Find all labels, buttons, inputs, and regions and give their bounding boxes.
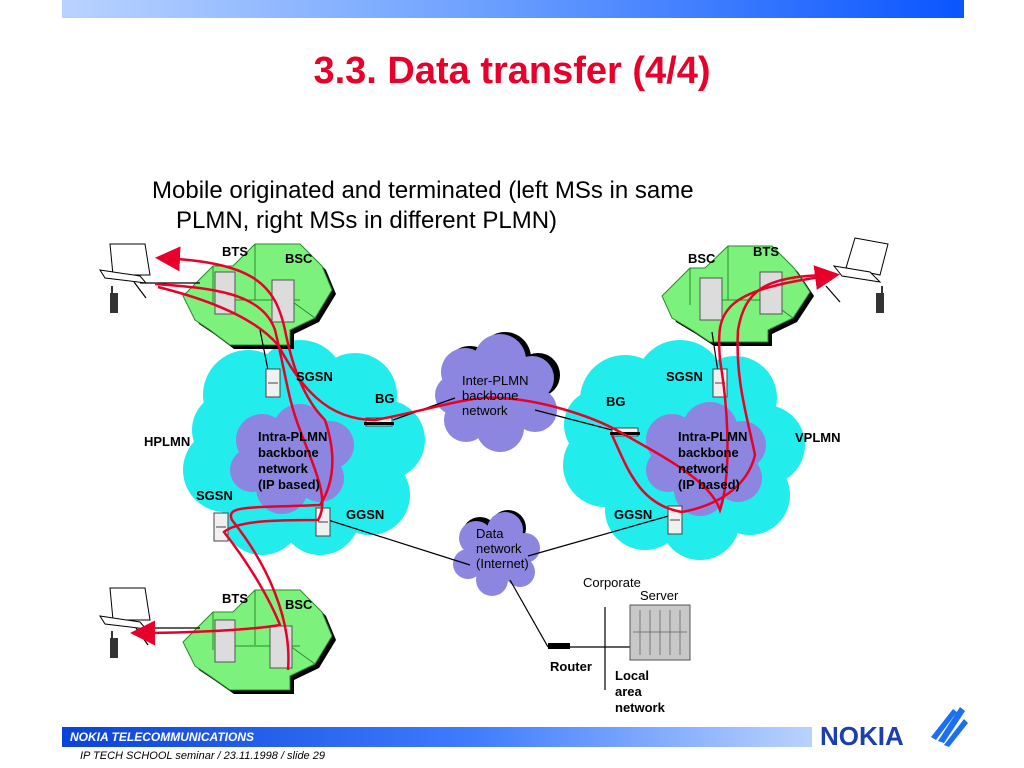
intra-right-line-3: network <box>678 461 729 476</box>
laptop-icon-top-left <box>99 243 151 284</box>
path-inter-plmn <box>157 265 840 514</box>
data-network-line-3: (Internet) <box>476 556 529 571</box>
laptop-icon-top-right <box>832 237 889 283</box>
sgsn-vplmn-label: SGSN <box>666 369 703 384</box>
phone-icon-top-left <box>110 286 118 313</box>
path-hplmn-outer <box>155 246 334 671</box>
phone-icon-bottom-left <box>110 631 118 658</box>
intra-right-line-2: backbone <box>678 445 739 460</box>
data-paths <box>130 246 840 671</box>
phone-icon-top-right <box>876 286 884 313</box>
ggsn-hplmn-label: GGSN <box>346 507 384 522</box>
nokia-logo: NOKIA <box>820 707 968 751</box>
intra-right-line-4: (IP based) <box>678 477 740 492</box>
hplmn-label: HPLMN <box>144 434 190 449</box>
footer-seminar-line: IP TECH SCHOOL seminar / 23.11.1998 / sl… <box>80 750 325 762</box>
router-node <box>548 643 570 649</box>
server-label: Server <box>640 588 679 603</box>
ggsn-vplmn-label: GGSN <box>614 507 652 522</box>
bss-top-left <box>182 243 336 349</box>
intra-left-line-2: backbone <box>258 445 319 460</box>
inter-plmn-label: Inter-PLMN backbone network <box>462 373 528 418</box>
vplmn-label: VPLMN <box>795 430 841 445</box>
intra-plmn-right-label: Intra-PLMN backbone network (IP based) <box>678 429 747 492</box>
data-network-line-1: Data <box>476 526 504 541</box>
sgsn-hplmn-left-label: SGSN <box>196 488 233 503</box>
laptop-icon-bottom-left <box>99 587 151 630</box>
bg-vplmn-label: BG <box>606 394 626 409</box>
sgsn-hplmn-top-node <box>265 368 281 398</box>
intra-left-line-1: Intra-PLMN <box>258 429 327 444</box>
nokia-logo-wave-icon <box>931 707 968 747</box>
intra-left-line-4: (IP based) <box>258 477 320 492</box>
bts-bottom-left-label: BTS <box>222 591 248 606</box>
sgsn-hplmn-left-node <box>213 512 229 542</box>
lan-line-3: network <box>615 700 666 715</box>
sgsn-hplmn-top-label: SGSN <box>296 369 333 384</box>
footer-company: NOKIA TELECOMMUNICATIONS <box>70 730 254 744</box>
ggsn-hplmn-node <box>315 507 331 537</box>
inter-line-3: network <box>462 403 508 418</box>
subtitle-line-1: Mobile originated and terminated (left M… <box>152 177 694 204</box>
router-label: Router <box>550 659 592 674</box>
intra-left-line-3: network <box>258 461 309 476</box>
server-rack <box>629 604 691 661</box>
footer-gradient-bar <box>62 727 812 747</box>
subtitle-line-2: PLMN, right MSs in different PLMN) <box>176 207 558 234</box>
intra-right-line-1: Intra-PLMN <box>678 429 747 444</box>
bts-top-left-label: BTS <box>222 244 248 259</box>
lan-line-1: Local <box>615 668 649 683</box>
slide-subtitle: Mobile originated and terminated (left M… <box>152 176 832 236</box>
path-hplmn-inner <box>130 282 324 646</box>
bss-bottom-left <box>182 589 336 694</box>
inter-line-2: backbone <box>462 388 518 403</box>
data-network-line-2: network <box>476 541 522 556</box>
header-gradient-bar <box>62 0 964 18</box>
bsc-top-left-label: BSC <box>285 251 313 266</box>
corporate-label: Corporate <box>583 575 641 590</box>
nokia-logo-text: NOKIA <box>820 721 904 751</box>
bg-hplmn-label: BG <box>375 391 395 406</box>
bsc-top-right-label: BSC <box>688 251 716 266</box>
data-network-label: Data network (Internet) <box>476 526 529 571</box>
bsc-bottom-left-label: BSC <box>285 597 313 612</box>
local-area-network-label: Local area network <box>615 668 666 715</box>
inter-line-1: Inter-PLMN <box>462 373 528 388</box>
intra-plmn-cloud-right <box>646 402 766 516</box>
path-vplmn <box>610 273 836 514</box>
intra-plmn-left-label: Intra-PLMN backbone network (IP based) <box>258 429 327 492</box>
lan-line-2: area <box>615 684 643 699</box>
slide-title: 3.3. Data transfer (4/4) <box>313 50 711 92</box>
ggsn-vplmn-node <box>667 505 683 535</box>
bts-top-right-label: BTS <box>753 244 779 259</box>
